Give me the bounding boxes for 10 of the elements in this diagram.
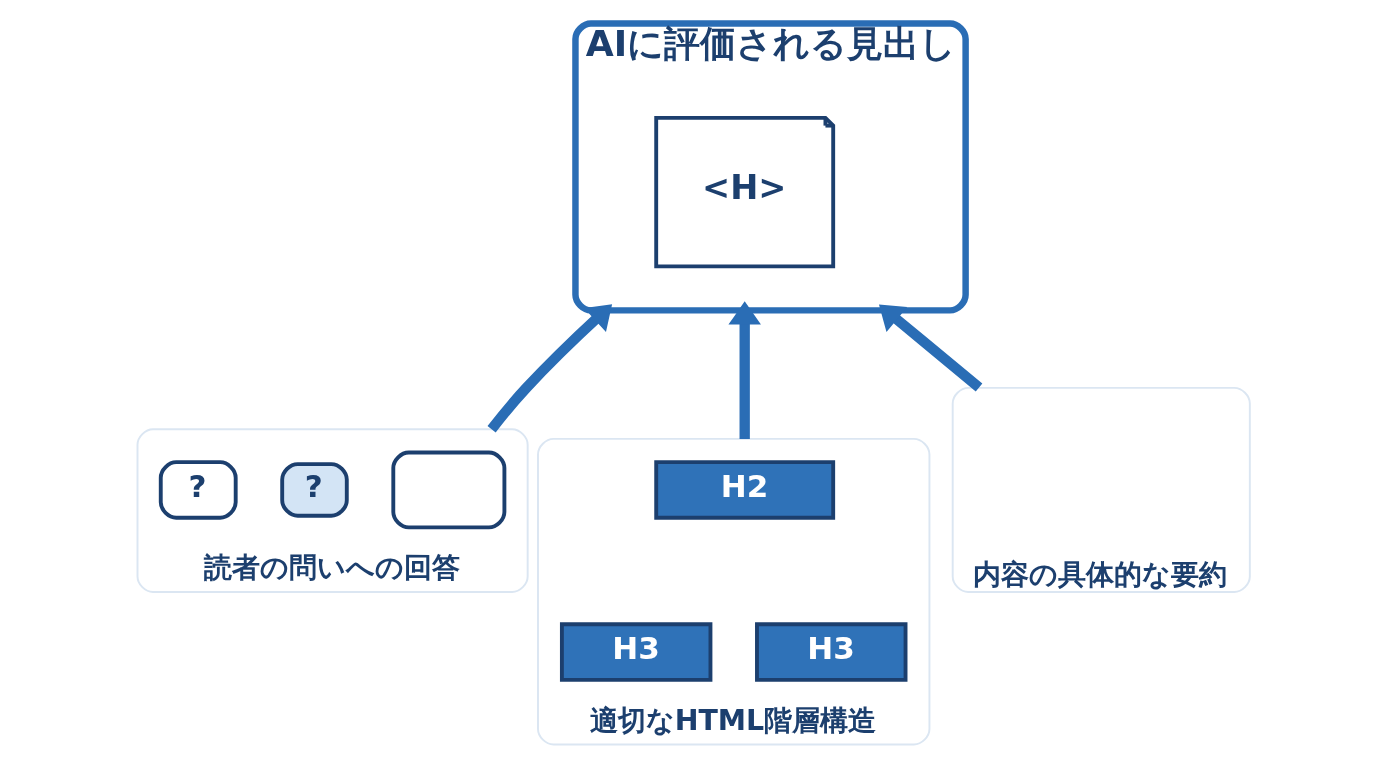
node-box: H3	[754, 622, 907, 682]
arrow	[727, 301, 761, 439]
node-box: H2	[653, 460, 835, 520]
node-box: ?	[279, 462, 349, 518]
arrow	[487, 304, 612, 433]
arrow	[878, 304, 982, 392]
node-box: 内容の具体的な要約	[951, 386, 1251, 593]
node-box: H3	[559, 622, 712, 682]
node-bubble	[390, 450, 506, 530]
node-box: ?	[158, 460, 238, 520]
